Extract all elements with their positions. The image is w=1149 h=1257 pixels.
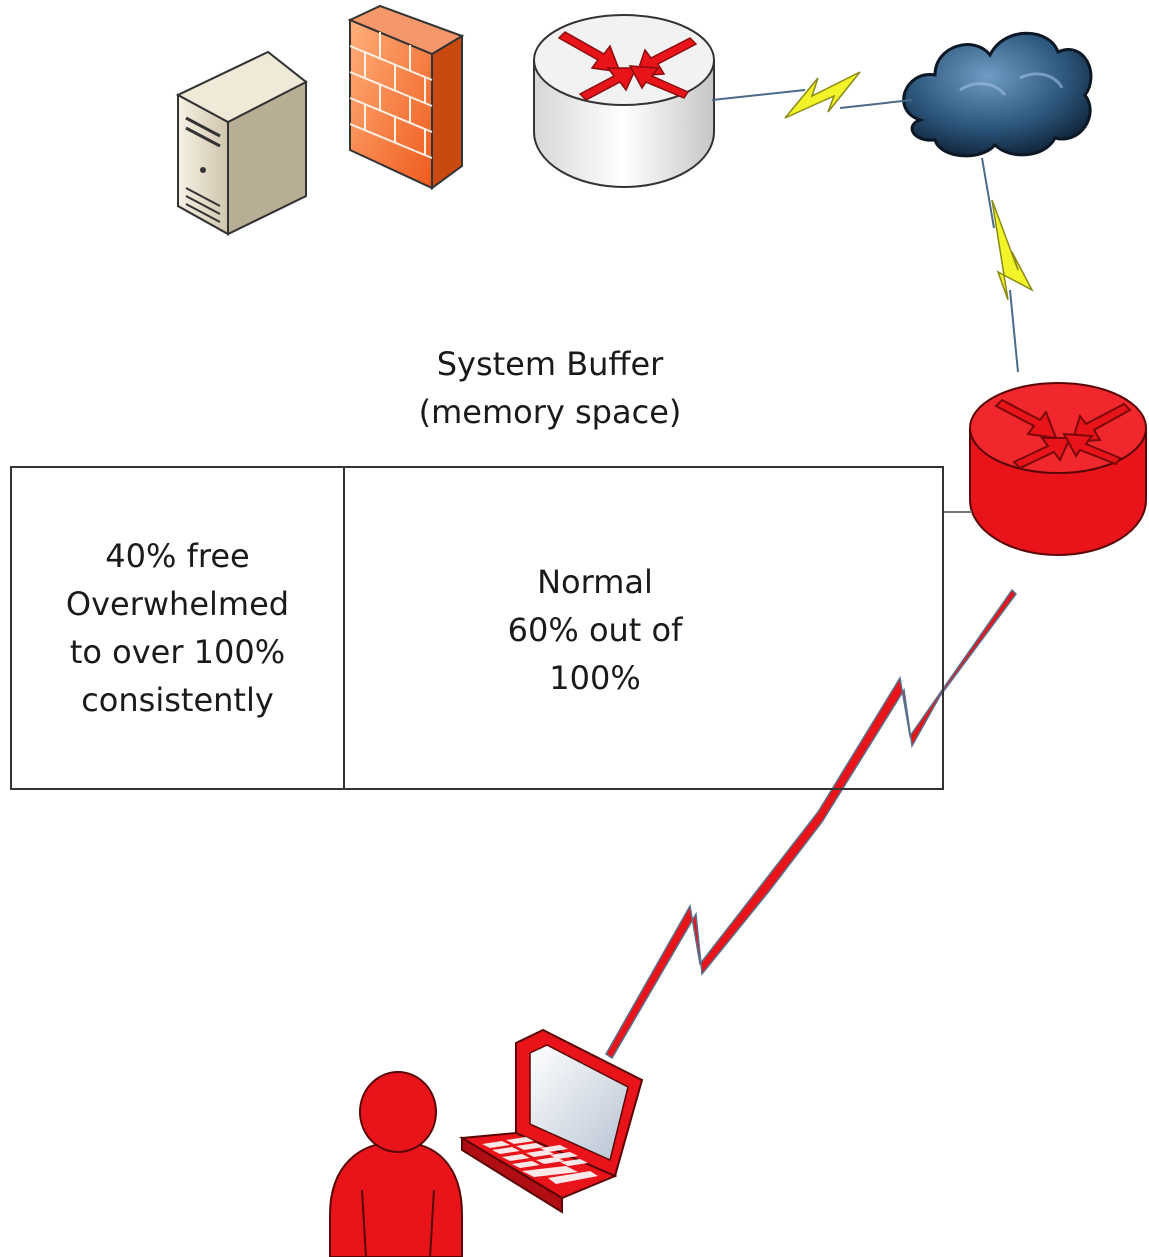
buffer-normal-segment: Normal 60% out of 100%	[345, 558, 845, 702]
free-line3: to over 100%	[69, 633, 286, 671]
lightning-link-icon	[711, 71, 913, 119]
normal-line3: 100%	[549, 659, 641, 697]
user-icon	[329, 1071, 463, 1257]
cloud-icon	[902, 31, 1093, 158]
laptop-icon	[458, 1028, 644, 1214]
lightning-link-icon	[605, 588, 1017, 1060]
buffer-title-line1: System Buffer	[436, 345, 664, 383]
buffer-title-line2: (memory space)	[418, 393, 682, 431]
buffer-title: System Buffer (memory space)	[380, 340, 720, 436]
free-line2: Overwhelmed	[65, 585, 290, 623]
buffer-divider	[343, 468, 345, 788]
buffer-free-segment: 40% free Overwhelmed to over 100% consis…	[12, 532, 343, 724]
free-line1: 40% free	[105, 537, 250, 575]
normal-line2: 60% out of	[507, 611, 683, 649]
router-icon	[969, 382, 1147, 556]
server-icon	[175, 50, 308, 236]
system-buffer-box: 40% free Overwhelmed to over 100% consis…	[10, 466, 944, 790]
free-line4: consistently	[81, 681, 274, 719]
router-icon	[533, 14, 715, 188]
normal-line1: Normal	[537, 563, 653, 601]
lightning-link-icon	[981, 157, 1034, 373]
firewall-icon	[347, 4, 465, 190]
